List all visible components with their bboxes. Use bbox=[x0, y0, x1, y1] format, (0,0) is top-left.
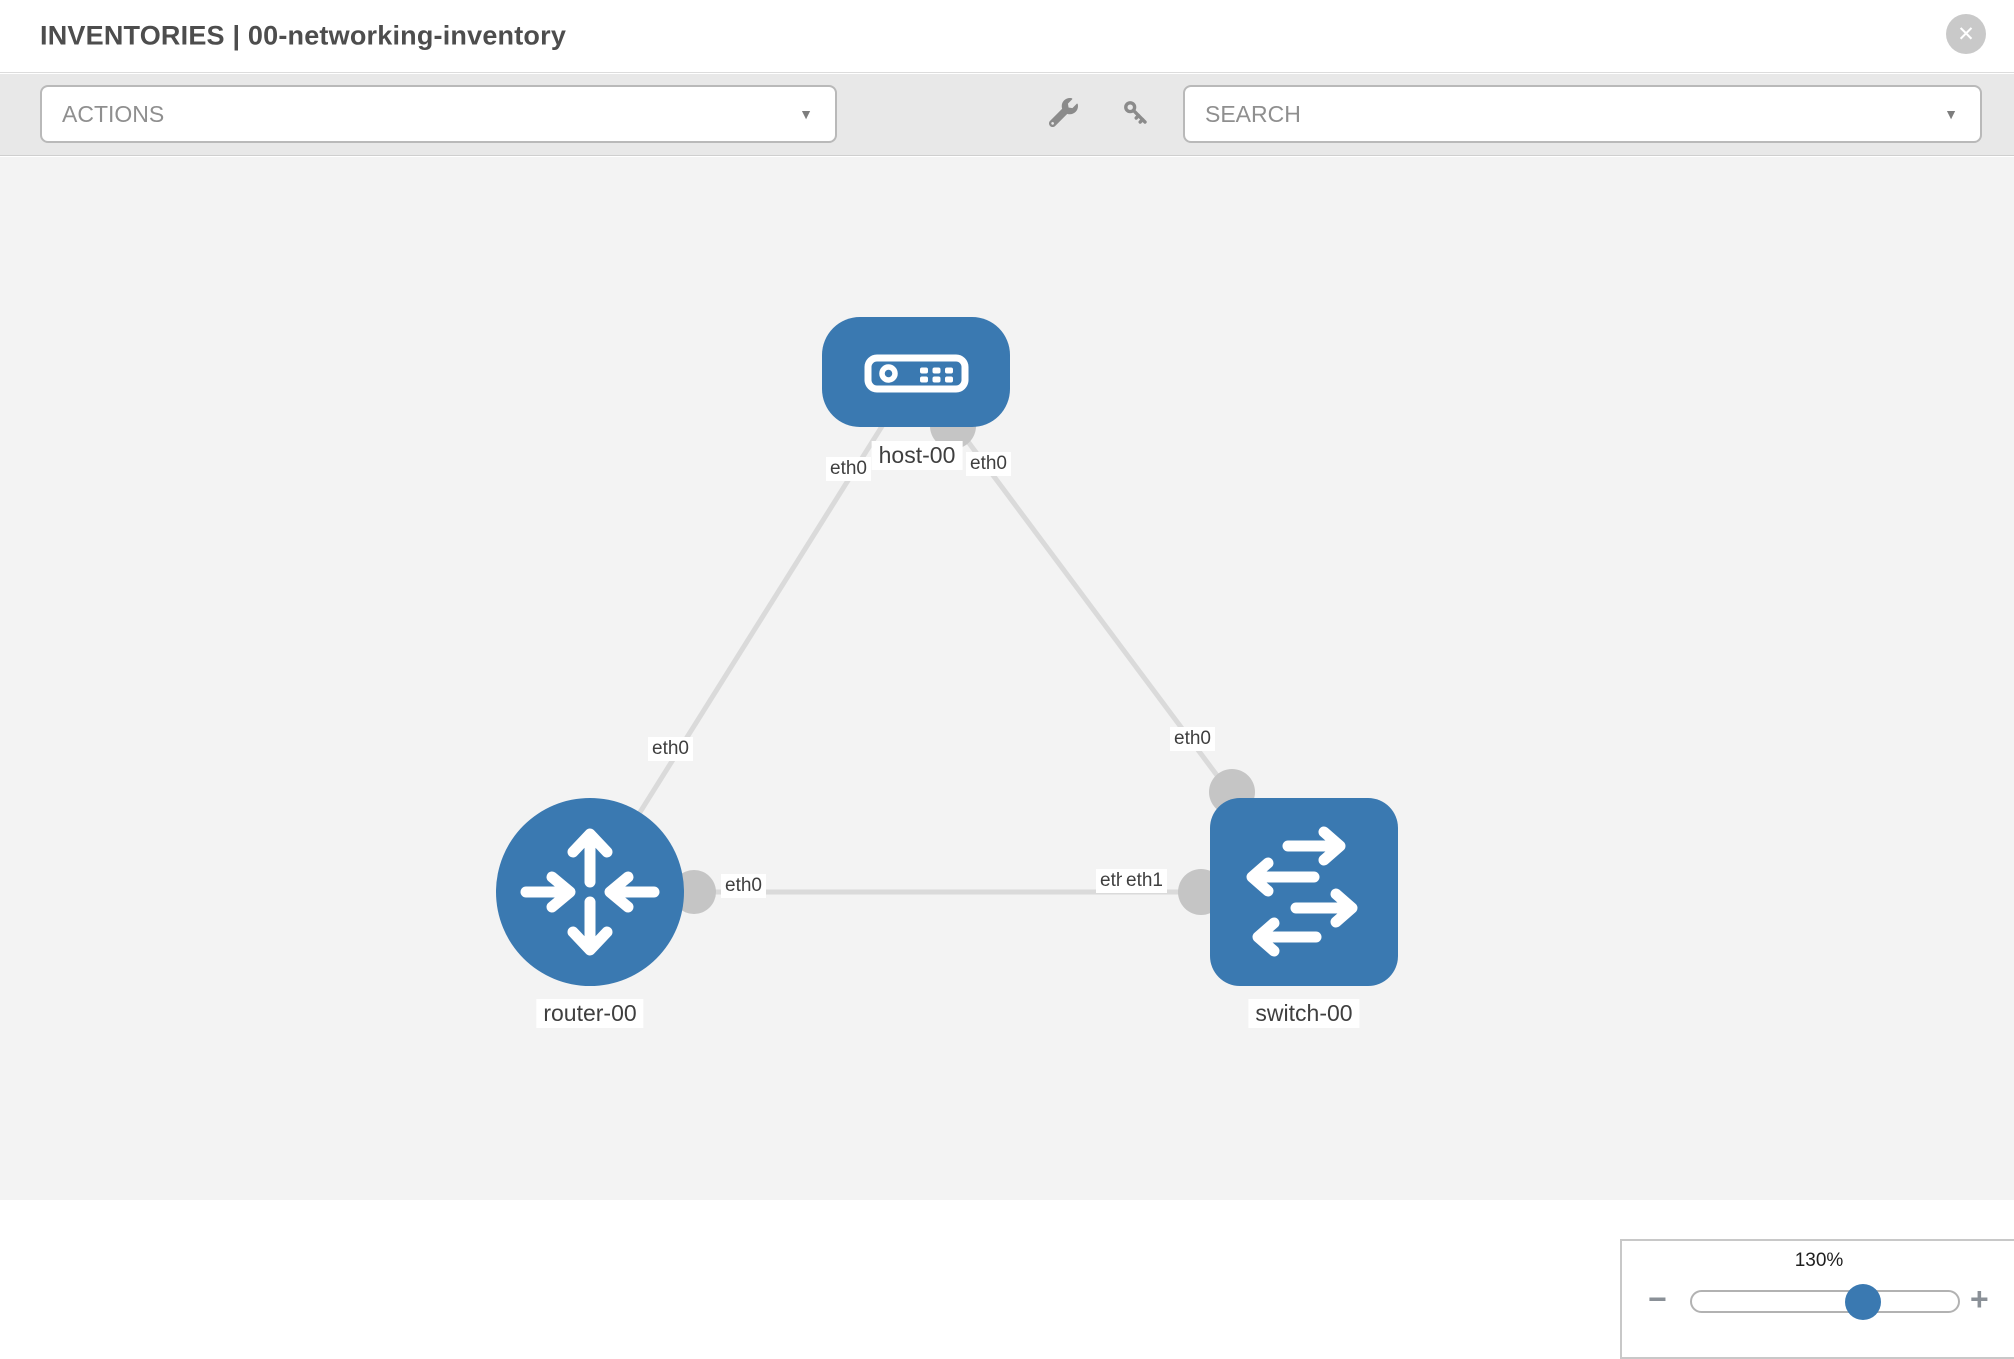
interface-label: eth0 bbox=[1170, 727, 1215, 751]
key-button[interactable] bbox=[1118, 97, 1154, 133]
zoom-out-button[interactable]: − bbox=[1648, 1281, 1667, 1317]
zoom-slider[interactable] bbox=[1690, 1290, 1960, 1313]
chevron-down-icon: ▼ bbox=[799, 106, 813, 122]
actions-dropdown[interactable]: ACTIONS ▼ bbox=[40, 85, 837, 143]
router-icon bbox=[520, 828, 660, 956]
header: INVENTORIES | 00-networking-inventory ✕ bbox=[0, 0, 2014, 73]
toolbar: ACTIONS ▼ SEARCH ▼ bbox=[0, 74, 2014, 156]
interface-label: eth0 bbox=[826, 457, 871, 481]
topology-graph bbox=[496, 317, 1398, 986]
node-label-router: router-00 bbox=[536, 999, 644, 1028]
interface-label: eth0 bbox=[648, 737, 693, 761]
zoom-in-button[interactable]: + bbox=[1970, 1281, 1989, 1317]
node-host[interactable] bbox=[822, 317, 1010, 427]
zoom-panel: 130% − + bbox=[1620, 1239, 2014, 1359]
node-label-host: host-00 bbox=[871, 441, 963, 470]
interface-label: eth1 bbox=[1122, 869, 1167, 893]
page-title: INVENTORIES | 00-networking-inventory bbox=[40, 20, 567, 51]
key-icon bbox=[1121, 98, 1151, 133]
host-icon bbox=[864, 354, 969, 393]
chevron-down-icon: ▼ bbox=[1944, 106, 1958, 122]
search-dropdown[interactable]: SEARCH ▼ bbox=[1183, 85, 1982, 143]
node-router[interactable] bbox=[496, 798, 684, 986]
node-label-switch: switch-00 bbox=[1248, 999, 1360, 1028]
interface-label: eth0 bbox=[721, 874, 766, 898]
interface-circles bbox=[672, 403, 1255, 915]
topology-canvas[interactable]: host-00 router-00 switch-00 eth0 eth0 et… bbox=[0, 157, 2014, 1359]
close-button[interactable]: ✕ bbox=[1946, 14, 1986, 54]
actions-dropdown-label: ACTIONS bbox=[62, 100, 165, 127]
wrench-icon bbox=[1048, 98, 1078, 132]
zoom-slider-thumb[interactable] bbox=[1845, 1284, 1881, 1320]
node-switch[interactable] bbox=[1210, 798, 1398, 986]
interface-label: eth0 bbox=[966, 452, 1011, 476]
search-dropdown-label: SEARCH bbox=[1205, 100, 1301, 127]
close-icon: ✕ bbox=[1957, 22, 1975, 46]
wrench-button[interactable] bbox=[1045, 97, 1081, 133]
zoom-level: 130% bbox=[1794, 1250, 1844, 1271]
switch-icon bbox=[1246, 826, 1358, 957]
